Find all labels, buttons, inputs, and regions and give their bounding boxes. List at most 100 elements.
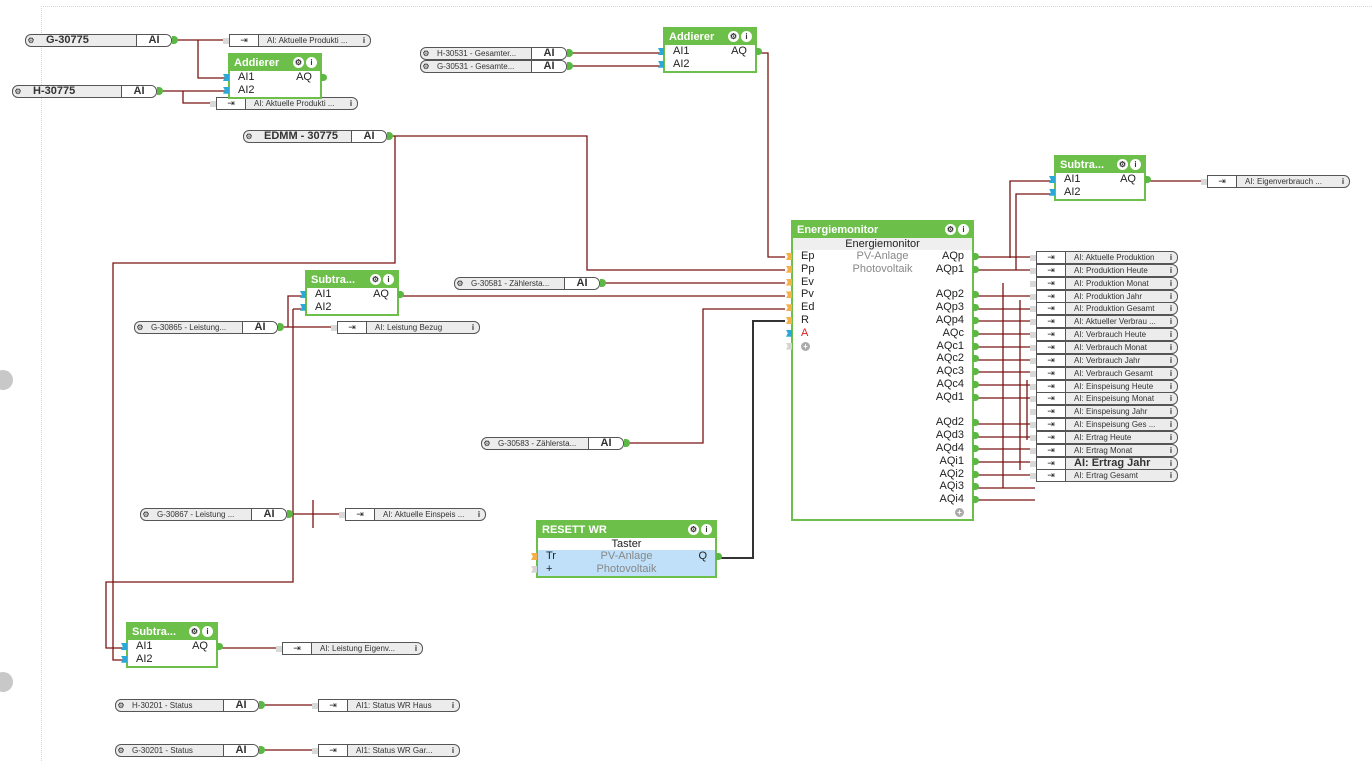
block-title[interactable]: Energiemonitor⚙i <box>793 222 972 238</box>
gear-icon[interactable]: ⚙ <box>245 132 253 141</box>
output-port[interactable] <box>567 49 573 57</box>
scroll-handle[interactable] <box>0 672 13 692</box>
gear-icon[interactable]: ⚙ <box>422 49 430 58</box>
output-pin[interactable] <box>973 470 979 478</box>
info-icon[interactable]: i <box>1169 394 1173 404</box>
output-pin[interactable] <box>321 74 327 81</box>
output-port[interactable] <box>567 62 573 70</box>
scroll-handle[interactable] <box>0 370 13 390</box>
gear-icon[interactable]: ⚙ <box>456 279 464 288</box>
output-port[interactable] <box>172 36 178 44</box>
input-node-in-g30531[interactable]: ⚙G-30531 - Gesamte...AI <box>420 60 567 73</box>
gear-icon[interactable]: ⚙ <box>117 746 125 755</box>
info-icon[interactable]: i <box>1169 278 1173 288</box>
info-icon[interactable]: i <box>1169 420 1173 430</box>
output-pin[interactable] <box>973 444 979 452</box>
output-pin[interactable] <box>973 316 979 324</box>
input-pin[interactable] <box>1049 188 1055 196</box>
info-icon[interactable]: i <box>383 274 394 285</box>
output-pin[interactable] <box>973 419 979 427</box>
info-icon[interactable]: i <box>1169 407 1173 417</box>
block-title[interactable]: Addierer⚙i <box>665 29 755 45</box>
output-pin[interactable] <box>973 457 979 465</box>
output-node[interactable]: ⇥AI1: Status WR Gar...i <box>312 744 460 757</box>
info-icon[interactable]: i <box>202 626 213 637</box>
add-input-icon[interactable]: + <box>546 562 553 575</box>
gear-icon[interactable]: ⚙ <box>688 524 699 535</box>
info-icon[interactable]: i <box>1169 432 1173 442</box>
output-port[interactable] <box>387 132 393 140</box>
output-pin[interactable] <box>973 393 979 401</box>
gear-icon[interactable]: ⚙ <box>117 701 125 710</box>
output-node[interactable]: ⇥AI: Leistung Eigenv...i <box>276 642 423 655</box>
gear-icon[interactable]: ⚙ <box>422 62 430 71</box>
input-pin[interactable] <box>786 304 792 312</box>
input-pin[interactable] <box>531 553 537 560</box>
output-pin[interactable] <box>973 291 979 299</box>
output-node[interactable]: ⇥AI: Aktuelle Produkti ...i <box>223 34 371 47</box>
info-icon[interactable]: i <box>1169 355 1173 365</box>
info-icon[interactable]: i <box>451 701 455 710</box>
input-pin[interactable] <box>223 74 229 81</box>
block-title[interactable]: Subtra...⚙i <box>128 624 216 640</box>
output-port[interactable] <box>624 439 630 447</box>
output-port[interactable] <box>287 510 293 518</box>
output-node[interactable]: ⇥AI: Aktueller Verbrau ...i <box>1030 315 1178 329</box>
gear-icon[interactable]: ⚙ <box>728 31 739 42</box>
input-node-in-h30531[interactable]: ⚙H-30531 - Gesamter...AI <box>420 47 567 60</box>
output-pin[interactable] <box>973 253 979 260</box>
info-icon[interactable]: i <box>1169 458 1173 468</box>
info-icon[interactable]: i <box>1169 368 1173 378</box>
info-icon[interactable]: i <box>477 510 481 519</box>
output-pin[interactable] <box>973 432 979 440</box>
info-icon[interactable]: i <box>1169 445 1173 455</box>
input-pin[interactable] <box>786 316 792 324</box>
info-icon[interactable]: i <box>451 746 455 755</box>
info-icon[interactable]: i <box>1169 265 1173 275</box>
gear-icon[interactable]: ⚙ <box>14 87 22 96</box>
input-pin[interactable] <box>531 565 537 573</box>
info-icon[interactable]: i <box>1169 317 1173 327</box>
input-pin[interactable] <box>786 265 792 273</box>
output-pin[interactable] <box>973 355 979 363</box>
info-icon[interactable]: i <box>701 524 712 535</box>
output-pin[interactable] <box>756 48 762 55</box>
input-pin[interactable] <box>1049 176 1055 183</box>
gear-icon[interactable]: ⚙ <box>142 510 150 519</box>
info-icon[interactable]: i <box>1169 291 1173 301</box>
input-node-in-g30867[interactable]: ⚙G-30867 - Leistung ...AI <box>140 508 287 521</box>
output-pin[interactable] <box>973 496 979 504</box>
info-icon[interactable]: i <box>1341 177 1345 186</box>
info-icon[interactable]: i <box>306 57 317 68</box>
gear-icon[interactable]: ⚙ <box>483 439 491 448</box>
input-pin[interactable] <box>300 291 306 298</box>
output-pin[interactable] <box>398 291 404 298</box>
gear-icon[interactable]: ⚙ <box>1117 159 1128 170</box>
output-pin[interactable] <box>973 380 979 388</box>
gear-icon[interactable]: ⚙ <box>27 36 35 45</box>
info-icon[interactable]: i <box>1169 330 1173 340</box>
output-pin[interactable] <box>973 368 979 376</box>
output-pin[interactable] <box>973 265 979 273</box>
info-icon[interactable]: i <box>1169 253 1173 262</box>
info-icon[interactable]: i <box>958 224 969 235</box>
